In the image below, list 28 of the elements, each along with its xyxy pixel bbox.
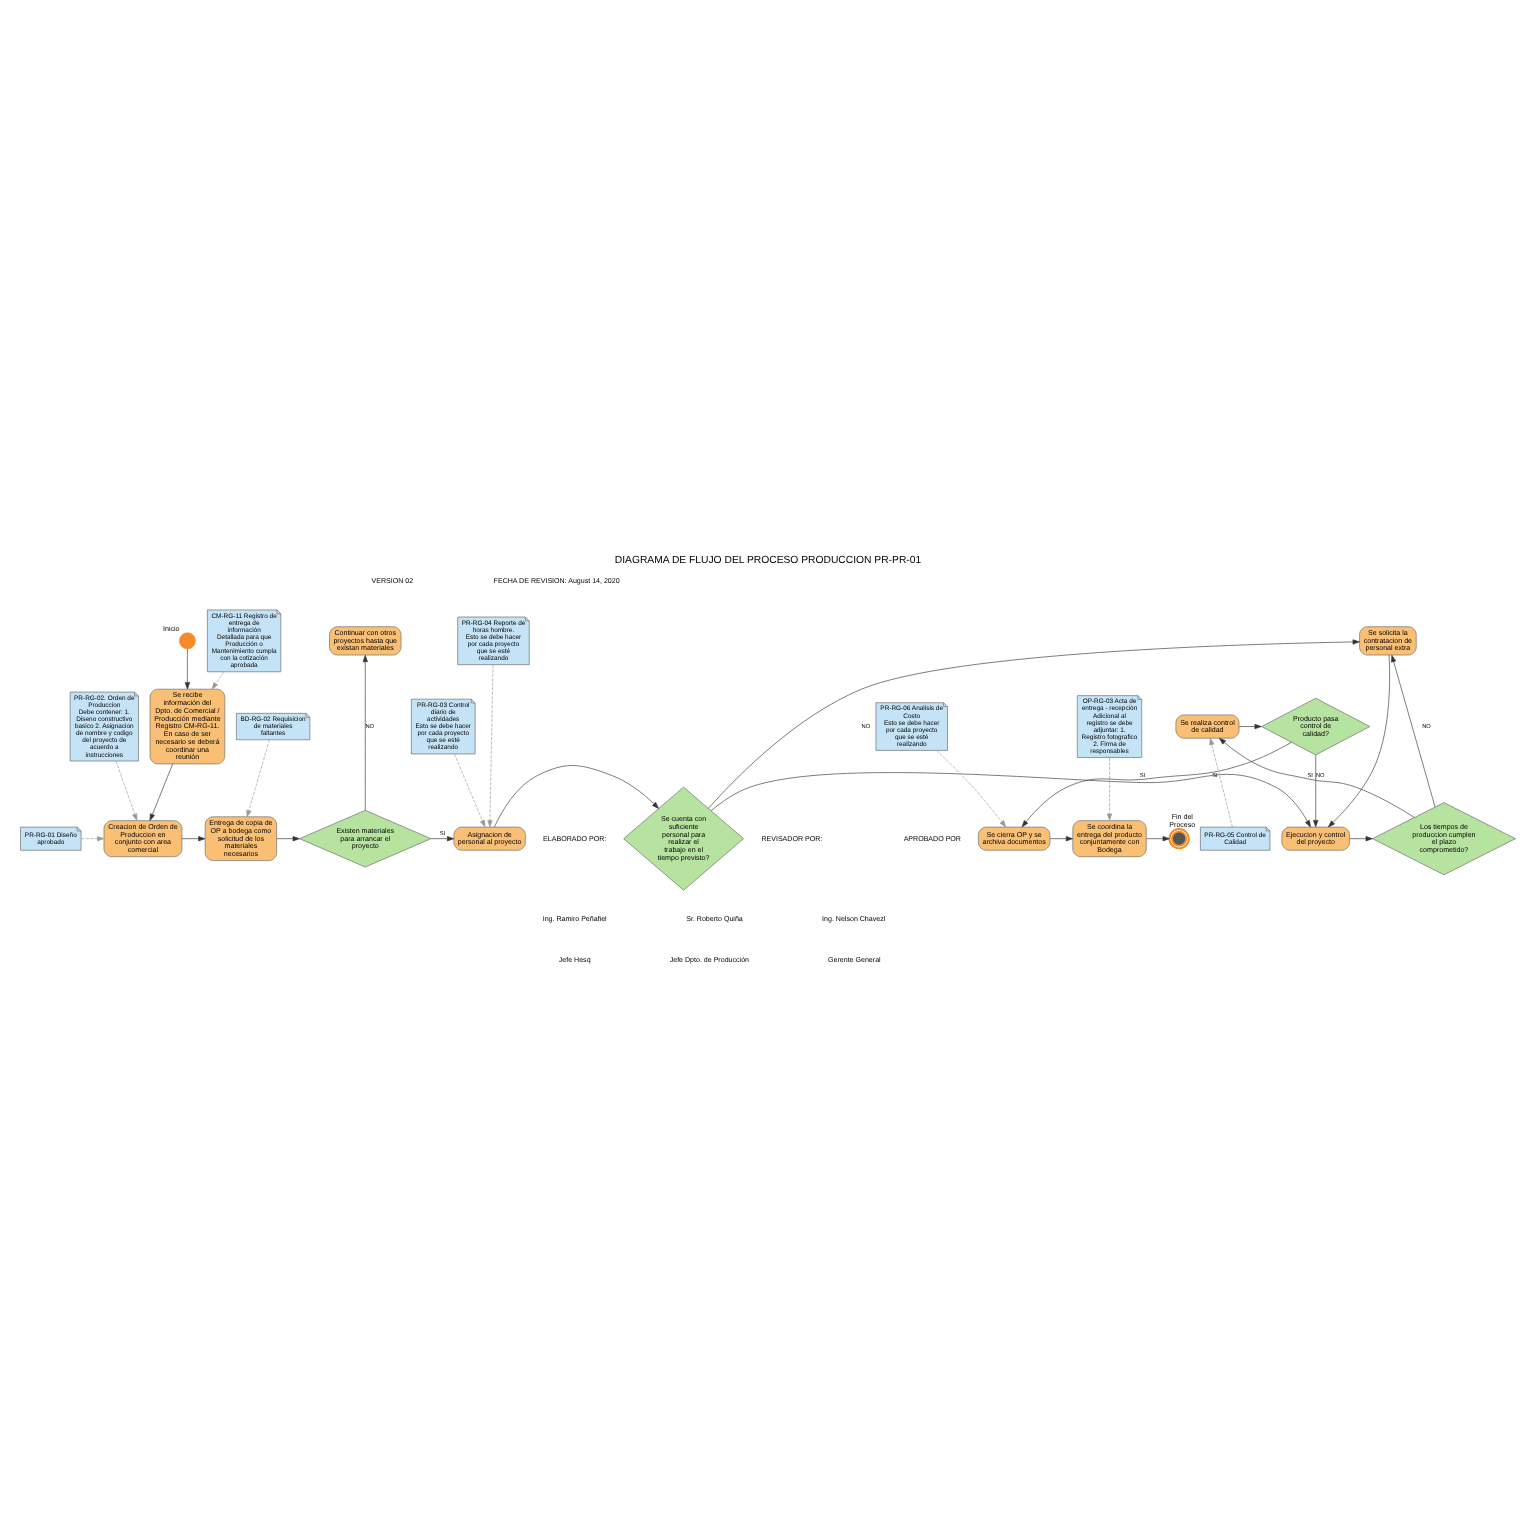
arrow <box>1146 836 1170 842</box>
arrow <box>80 836 105 842</box>
arrow <box>710 772 1311 828</box>
arrow <box>246 739 270 818</box>
arrow <box>181 836 206 842</box>
arrow <box>149 763 173 821</box>
arrow <box>1106 757 1113 821</box>
arrow <box>494 765 659 828</box>
arrow <box>1209 737 1233 828</box>
arrow <box>211 671 224 690</box>
arrow <box>1219 737 1415 818</box>
arrow <box>276 836 300 842</box>
arrow <box>1328 654 1390 828</box>
arrow <box>430 836 455 842</box>
arrow <box>708 639 1360 809</box>
arrow <box>1349 836 1373 842</box>
arrow <box>362 655 368 811</box>
arrow <box>1238 723 1262 730</box>
arrow <box>115 760 138 821</box>
arrow <box>1049 836 1073 842</box>
arrow <box>184 648 190 690</box>
arrow <box>454 753 486 828</box>
arrow <box>1313 754 1319 828</box>
arrow <box>1021 741 1292 828</box>
arrow <box>487 664 494 828</box>
arrow <box>1391 655 1436 808</box>
node-circle <box>179 632 196 650</box>
arrow <box>936 750 1007 828</box>
